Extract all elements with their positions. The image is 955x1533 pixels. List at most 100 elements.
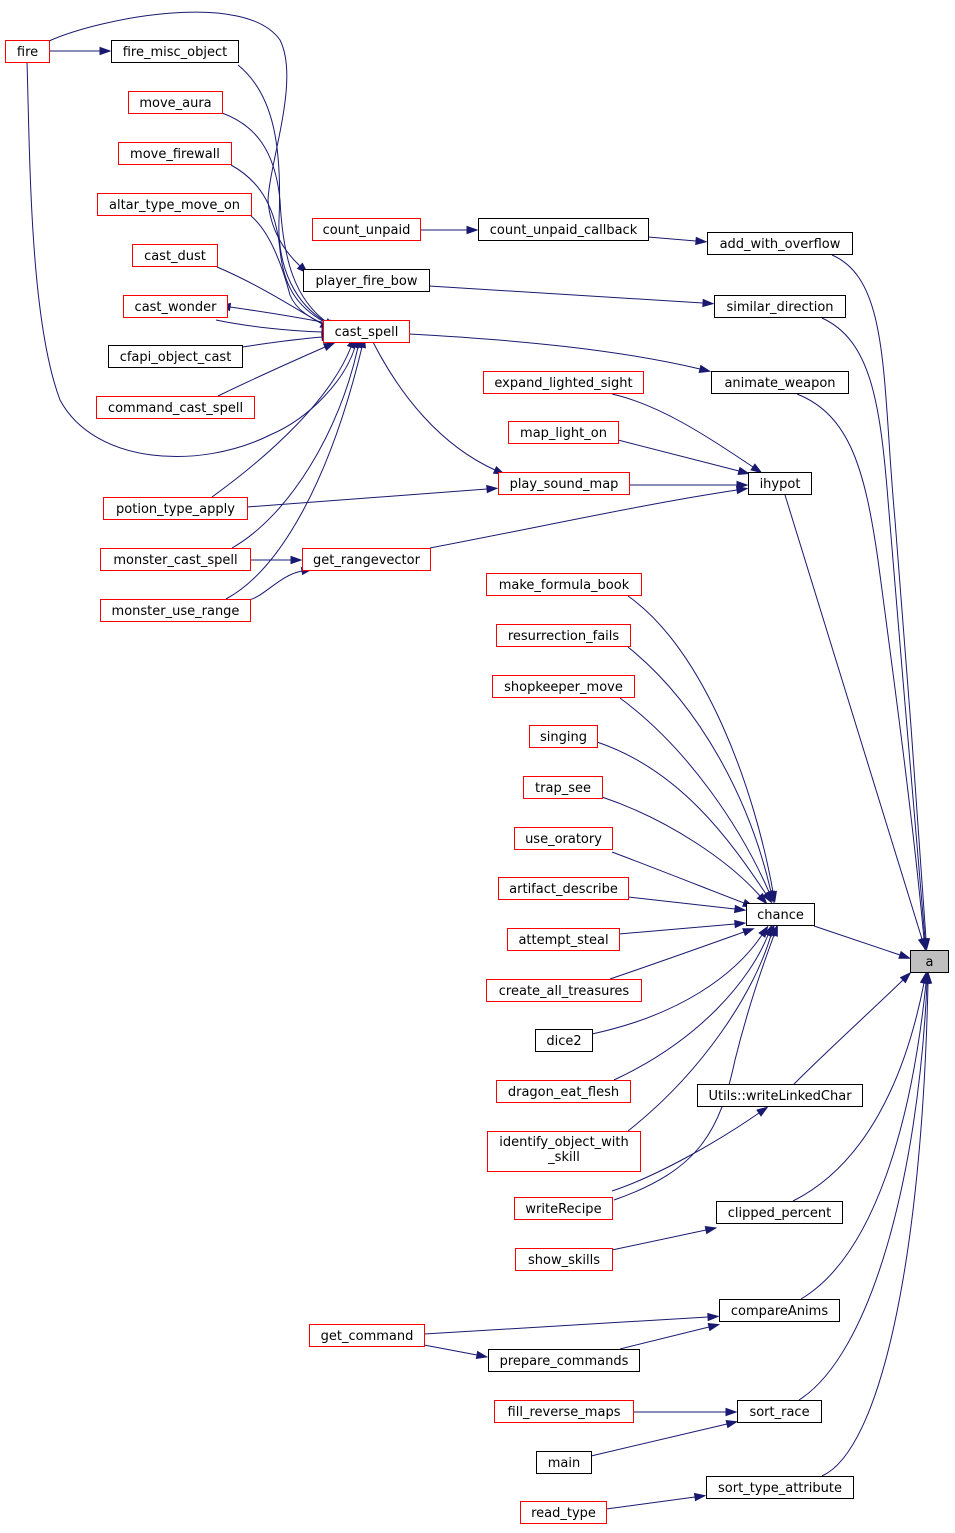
node-box[interactable] (507, 928, 620, 951)
node-box[interactable] (123, 295, 228, 318)
node-box[interactable] (96, 396, 255, 419)
node-box[interactable] (711, 371, 849, 394)
node-box[interactable] (910, 950, 949, 973)
node-prepare-commands[interactable]: prepare_commands (488, 1349, 640, 1372)
node-box[interactable] (748, 472, 812, 495)
node-box[interactable] (523, 776, 603, 799)
node-read-type[interactable]: read_type (520, 1501, 607, 1524)
node-box[interactable] (111, 40, 239, 63)
node-move-firewall[interactable]: move_firewall (118, 142, 232, 165)
node-play-sound-map[interactable]: play_sound_map (498, 472, 630, 495)
node-box[interactable] (303, 269, 430, 292)
node-box[interactable] (716, 1201, 843, 1224)
node-box[interactable] (483, 371, 644, 394)
node-box[interactable] (714, 295, 846, 318)
node-box[interactable] (746, 903, 815, 926)
node-make-formula-book[interactable]: make_formula_book (486, 573, 642, 596)
node-box[interactable] (100, 599, 251, 622)
node-trap-see[interactable]: trap_see (523, 776, 603, 799)
node-monster-cast-spell[interactable]: monster_cast_spell (100, 548, 251, 571)
node-box[interactable] (103, 497, 248, 520)
node-fire[interactable]: fire (5, 40, 50, 63)
node-box[interactable] (498, 472, 630, 495)
node-writeLinkedChar[interactable]: Utils::writeLinkedChar (697, 1084, 863, 1107)
node-fire-misc-object[interactable]: fire_misc_object (111, 40, 239, 63)
node-sort-type-attribute[interactable]: sort_type_attribute (706, 1476, 854, 1499)
node-altar-type-move-on[interactable]: altar_type_move_on (97, 193, 252, 216)
node-monster-use-range[interactable]: monster_use_range (100, 599, 251, 622)
node-box[interactable] (719, 1299, 840, 1322)
node-box[interactable] (706, 1476, 854, 1499)
node-box[interactable] (108, 345, 243, 368)
node-box[interactable] (5, 40, 50, 63)
node-show-skills[interactable]: show_skills (515, 1248, 613, 1271)
node-box[interactable] (515, 1248, 613, 1271)
node-map-light-on[interactable]: map_light_on (508, 421, 619, 444)
node-writeRecipe[interactable]: writeRecipe (514, 1197, 613, 1220)
node-cfapi-object-cast[interactable]: cfapi_object_cast (108, 345, 243, 368)
node-cast-dust[interactable]: cast_dust (132, 244, 218, 267)
node-box[interactable] (100, 548, 251, 571)
node-box[interactable] (128, 91, 223, 114)
node-box[interactable] (486, 573, 642, 596)
node-dice2[interactable]: dice2 (535, 1029, 593, 1052)
node-box[interactable] (478, 218, 649, 241)
node-attempt-steal[interactable]: attempt_steal (507, 928, 620, 951)
node-sort-race[interactable]: sort_race (737, 1400, 822, 1423)
node-animate-weapon[interactable]: animate_weapon (711, 371, 849, 394)
node-box[interactable] (707, 232, 853, 255)
node-dragon-eat-flesh[interactable]: dragon_eat_flesh (496, 1080, 631, 1103)
node-potion-type-apply[interactable]: potion_type_apply (103, 497, 248, 520)
node-box[interactable] (323, 320, 410, 343)
node-box[interactable] (302, 548, 431, 571)
node-expand-lighted-sight[interactable]: expand_lighted_sight (483, 371, 644, 394)
node-compareAnims[interactable]: compareAnims (719, 1299, 840, 1322)
node-box[interactable] (496, 1080, 631, 1103)
node-box[interactable] (520, 1501, 607, 1524)
node-a[interactable]: a (910, 950, 949, 973)
node-main[interactable]: main (536, 1451, 592, 1474)
node-box[interactable] (496, 624, 631, 647)
node-box[interactable] (132, 244, 218, 267)
node-box[interactable] (535, 1029, 593, 1052)
node-similar-direction[interactable]: similar_direction (714, 295, 846, 318)
node-box[interactable] (312, 218, 421, 241)
node-box[interactable] (514, 827, 613, 850)
node-box[interactable] (508, 421, 619, 444)
node-resurrection-fails[interactable]: resurrection_fails (496, 624, 631, 647)
node-move-aura[interactable]: move_aura (128, 91, 223, 114)
node-box[interactable] (494, 1400, 634, 1423)
node-box[interactable] (492, 675, 635, 698)
node-box[interactable] (487, 1131, 641, 1172)
node-box[interactable] (697, 1084, 863, 1107)
node-use-oratory[interactable]: use_oratory (514, 827, 613, 850)
node-shopkeeper-move[interactable]: shopkeeper_move (492, 675, 635, 698)
node-get-rangevector[interactable]: get_rangevector (302, 548, 431, 571)
node-box[interactable] (514, 1197, 613, 1220)
node-box[interactable] (529, 725, 598, 748)
node-box[interactable] (118, 142, 232, 165)
node-player-fire-bow[interactable]: player_fire_bow (303, 269, 430, 292)
node-identify-object-with-skill[interactable]: identify_object_with_skill (487, 1131, 641, 1172)
node-box[interactable] (498, 877, 629, 900)
node-box[interactable] (97, 193, 252, 216)
node-artifact-describe[interactable]: artifact_describe (498, 877, 629, 900)
node-get-command[interactable]: get_command (309, 1324, 425, 1347)
node-command-cast-spell[interactable]: command_cast_spell (96, 396, 255, 419)
node-clipped-percent[interactable]: clipped_percent (716, 1201, 843, 1224)
node-cast-spell[interactable]: cast_spell (323, 320, 410, 343)
node-cast-wonder[interactable]: cast_wonder (123, 295, 228, 318)
node-ihypot[interactable]: ihypot (748, 472, 812, 495)
node-box[interactable] (737, 1400, 822, 1423)
node-box[interactable] (486, 979, 642, 1002)
node-count-unpaid-callback[interactable]: count_unpaid_callback (478, 218, 649, 241)
node-add-with-overflow[interactable]: add_with_overflow (707, 232, 853, 255)
node-fill-reverse-maps[interactable]: fill_reverse_maps (494, 1400, 634, 1423)
node-box[interactable] (488, 1349, 640, 1372)
node-box[interactable] (536, 1451, 592, 1474)
node-chance[interactable]: chance (746, 903, 815, 926)
node-box[interactable] (309, 1324, 425, 1347)
node-create-all-treasures[interactable]: create_all_treasures (486, 979, 642, 1002)
node-singing[interactable]: singing (529, 725, 598, 748)
node-count-unpaid[interactable]: count_unpaid (312, 218, 421, 241)
